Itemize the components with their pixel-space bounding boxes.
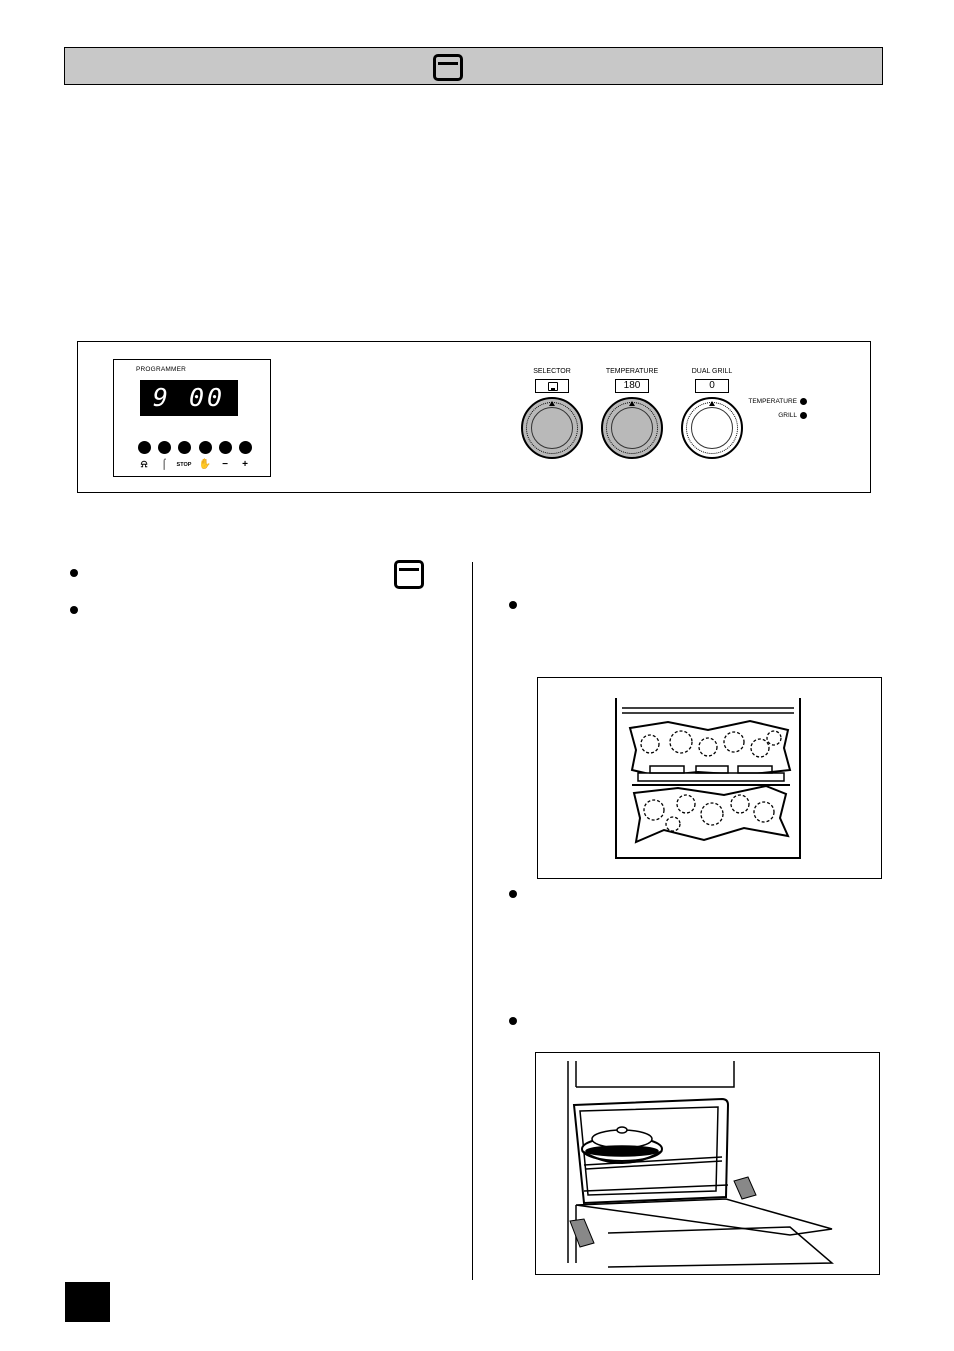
page-number-box bbox=[65, 1282, 110, 1322]
programmer-button-minus[interactable] bbox=[219, 441, 232, 454]
programmer-display: 9 00 bbox=[140, 380, 238, 416]
programmer-label: PROGRAMMER bbox=[136, 366, 187, 373]
selector-knob-label: SELECTOR bbox=[533, 368, 571, 375]
cook-duration-icon: ⌠ bbox=[160, 459, 168, 470]
hand-icon: ✋ bbox=[198, 459, 212, 470]
grill-indicator-label: GRILL bbox=[778, 412, 797, 419]
temperature-knob[interactable] bbox=[601, 397, 663, 459]
plus-icon: + bbox=[242, 459, 248, 470]
programmer-button-manual[interactable] bbox=[199, 441, 212, 454]
oven-icon bbox=[433, 54, 463, 81]
grill-food-illustration bbox=[537, 677, 882, 879]
grill-food-drawing bbox=[615, 698, 801, 859]
oven-casserole-drawing bbox=[567, 1061, 834, 1268]
selector-indicator-tab bbox=[535, 379, 569, 393]
programmer-button-stop[interactable] bbox=[178, 441, 191, 454]
bullet-point bbox=[70, 569, 78, 577]
temperature-indicator-tab: 180 bbox=[615, 379, 649, 393]
programmer-button-bell[interactable] bbox=[138, 441, 151, 454]
dual-grill-knob[interactable] bbox=[681, 397, 743, 459]
oven-icon bbox=[394, 560, 424, 589]
bullet-point bbox=[509, 601, 517, 609]
programmer-button-duration[interactable] bbox=[158, 441, 171, 454]
bullet-point bbox=[509, 890, 517, 898]
section-header-bar bbox=[64, 47, 883, 85]
bell-icon: ⍾ bbox=[140, 459, 148, 470]
oven-icon bbox=[548, 382, 558, 391]
temperature-knob-label: TEMPERATURE bbox=[605, 368, 659, 375]
programmer-panel bbox=[113, 359, 271, 477]
programmer-button-plus[interactable] bbox=[239, 441, 252, 454]
oven-casserole-illustration bbox=[535, 1052, 880, 1275]
grill-indicator-light bbox=[800, 412, 807, 419]
temperature-indicator-light bbox=[800, 398, 807, 405]
dual-grill-indicator-tab: 0 bbox=[695, 379, 729, 393]
bullet-point bbox=[509, 1017, 517, 1025]
dual-grill-knob-label: DUAL GRILL bbox=[691, 368, 733, 375]
selector-knob[interactable] bbox=[521, 397, 583, 459]
column-divider bbox=[472, 562, 473, 1280]
bullet-point bbox=[70, 606, 78, 614]
temperature-indicator-label: TEMPERATURE bbox=[748, 398, 797, 405]
minus-icon: − bbox=[222, 459, 228, 470]
stop-icon: STOP bbox=[176, 462, 192, 468]
